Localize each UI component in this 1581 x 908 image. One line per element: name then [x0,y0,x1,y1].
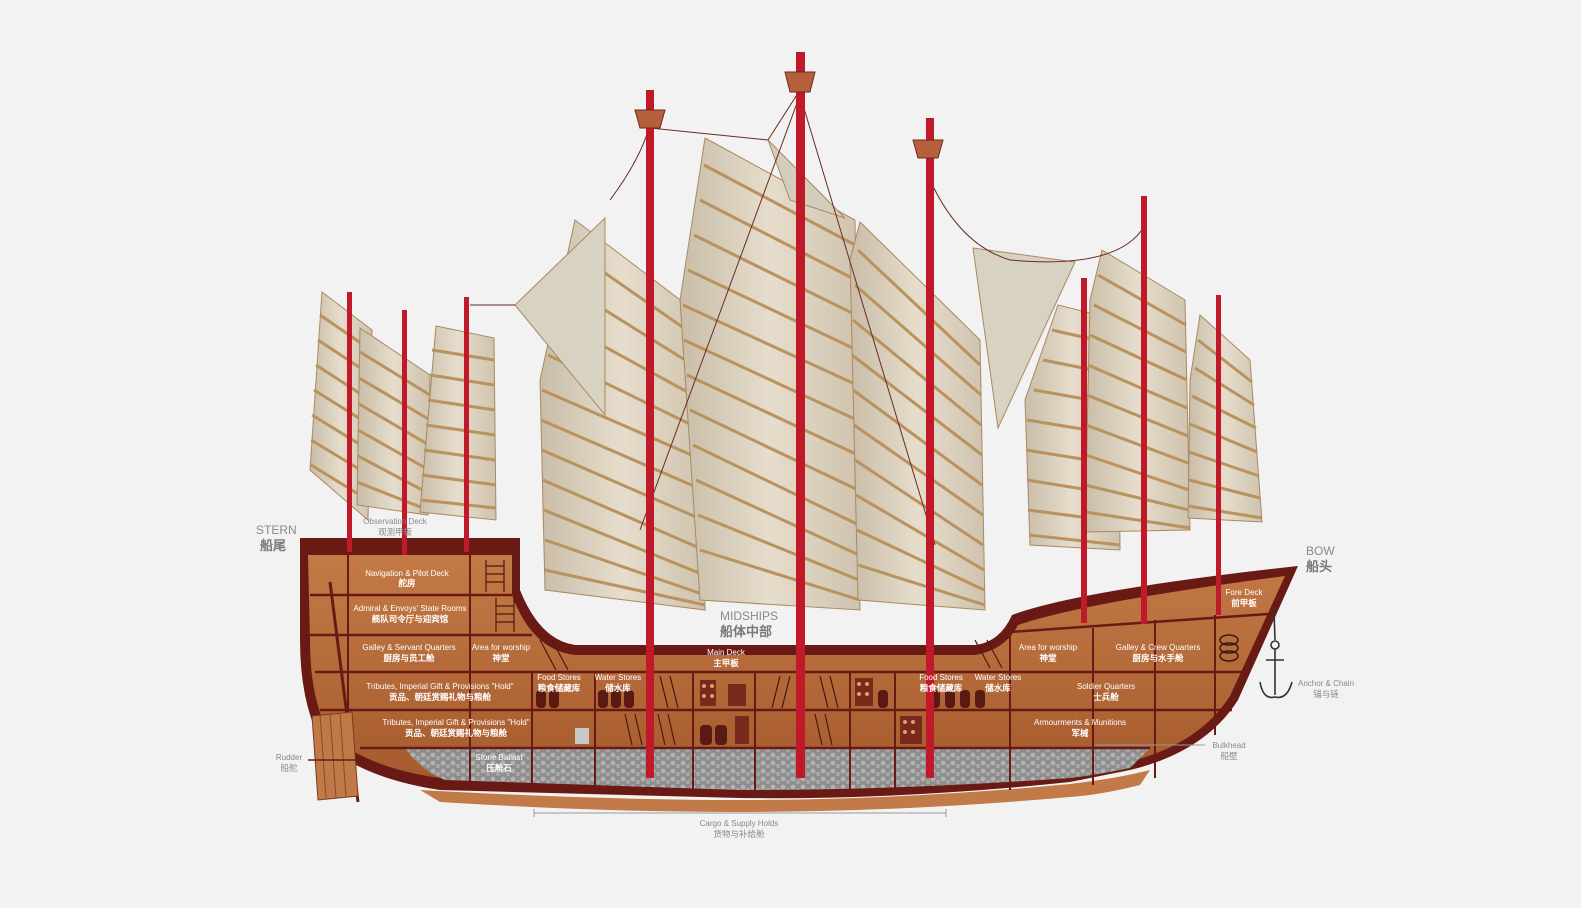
rigging [470,89,1146,546]
galley-servant-label-cn: 厨房与员工舱 [383,653,435,663]
water-stores-fwd-label: Water Stores [975,673,1021,682]
sail-topsail [767,139,846,219]
midships-label: MIDSHIPS [720,609,778,623]
anchor-icon [1259,609,1293,699]
sail-aft-2 [356,327,431,516]
sail-fore-center [849,221,986,611]
food-stores-fwd-label: Food Stores [919,673,963,682]
mast-fore-center [926,118,934,778]
soldier-quarters-label-cn: 士兵舱 [1093,692,1119,702]
worship-fwd-label-cn: 神堂 [1039,653,1057,663]
galley-servant-label: Galley & Servant Quarters [362,643,455,652]
stern-label: STERN [256,523,297,537]
stern-label-cn: 船尾 [260,538,286,553]
bulkhead-label-cn: 船壁 [1220,751,1238,761]
navigation-deck-label-cn: 舵房 [398,578,415,588]
mast-fore-2 [1141,196,1147,624]
tributes-lower-label: Tributes, Imperial Gift & Provisions "Ho… [382,718,529,727]
anchor-label: Anchor & Chain [1298,679,1354,688]
sail-jib-left [514,216,606,417]
stone-ballast-label: Stone Ballast [475,753,523,762]
sail-jib-right [972,247,1076,430]
midships-label-cn: 船体中部 [720,624,772,639]
worship-aft-label: Area for worship [472,643,531,652]
sail-aft-3 [419,325,497,521]
observation-deck-label-cn: 观测甲板 [378,527,413,537]
sail-fore-2 [1084,249,1191,533]
mast-aft-2 [402,310,407,555]
fore-deck-label: Fore Deck [1226,588,1264,597]
rudder-label: Rudder [276,753,303,762]
main-deck-label: Main Deck [707,648,746,657]
fore-deck-label-cn: 前甲板 [1231,598,1257,608]
water-stores-fwd-label-cn: 储水库 [984,683,1011,693]
water-stores-aft-label-cn: 储水库 [604,683,631,693]
rudder-label-cn: 船舵 [280,763,298,773]
mast-fore-3 [1216,295,1221,615]
bulkhead-label: Bulkhead [1212,741,1245,750]
masts [347,52,1221,778]
bow-label: BOW [1306,544,1335,558]
sail-main-center [679,137,861,611]
water-stores-aft-label: Water Stores [595,673,641,682]
sail-fore-3 [1187,314,1263,523]
main-deck-label-cn: 主甲板 [713,658,739,668]
mast-aft-1 [347,292,352,552]
food-stores-aft-label: Food Stores [537,673,581,682]
tributes-upper-label-cn: 贡品、朝廷赏赐礼物与粮舱 [389,692,492,702]
worship-fwd-label: Area for worship [1019,643,1078,652]
armouments-label: Armourments & Munitions [1034,718,1126,727]
cargo-label-cn: 货物与补给舱 [713,829,765,839]
galley-crew-label: Galley & Crew Quarters [1116,643,1200,652]
rudder [308,581,360,803]
crows-nests [634,71,944,159]
mast-fore-1 [1081,278,1087,623]
mast-main-center [796,52,805,778]
armouments-label-cn: 军械 [1071,728,1089,738]
galley-crew-label-cn: 厨房与水手舱 [1132,653,1184,663]
food-stores-fwd-label-cn: 粮食储藏库 [920,683,963,693]
observation-deck-label: Observation Deck [363,517,428,526]
state-rooms-label: Admiral & Envoys' State Rooms [353,604,466,613]
tributes-lower-label-cn: 贡品、朝廷赏赐礼物与粮舱 [405,728,508,738]
tributes-upper-label: Tributes, Imperial Gift & Provisions "Ho… [366,682,513,691]
soldier-quarters-label: Soldier Quarters [1077,682,1135,691]
mast-main-left [646,90,654,778]
labels: STERN 船尾 BOW 船头 MIDSHIPS 船体中部 Observatio… [256,517,1354,839]
navigation-deck-label: Navigation & Pilot Deck [365,569,450,578]
state-rooms-label-cn: 舰队司令厅与迎宾馆 [372,614,449,624]
cargo-label: Cargo & Supply Holds [700,819,779,828]
food-stores-aft-label-cn: 粮食储藏库 [538,683,581,693]
worship-aft-label-cn: 神堂 [492,653,510,663]
mast-aft-3 [464,297,469,552]
bow-label-cn: 船头 [1306,559,1332,574]
leader-lines [533,744,1205,817]
anchor-chain-coil [1219,634,1239,662]
anchor-label-cn: 锚与链 [1313,689,1339,699]
stone-ballast-label-cn: 压舱石 [486,763,512,773]
sails [309,137,1263,611]
